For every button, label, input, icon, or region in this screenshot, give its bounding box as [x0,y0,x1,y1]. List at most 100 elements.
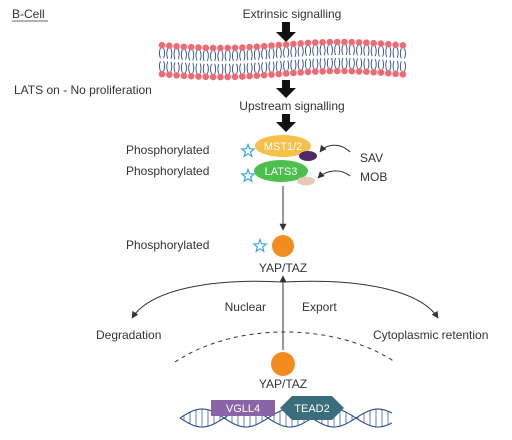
lipid-head [158,70,166,78]
lipid-head [341,38,348,46]
lipid-tail [283,47,285,58]
lipid-heads [158,38,407,81]
lipid-head [239,44,246,51]
lipid-tail [331,57,333,69]
lipid-head [180,43,188,51]
lipid-tail [228,50,231,62]
lipid-head [282,70,290,77]
lipid-tail [370,59,373,70]
retention-arrow [282,280,439,319]
lipid-tails [159,44,406,75]
yap-taz-cytoplasmic-label: YAP/TAZ [259,261,307,275]
nuclear-label: Nuclear [225,300,266,314]
lipid-tail [326,44,329,56]
lipid-head [297,69,305,76]
lipid-head [304,68,312,76]
lipid-tail [279,60,282,72]
lipid-tail [319,45,322,56]
lipid-tail [206,63,209,74]
lipid-tail [166,48,169,59]
lipid-tail [195,63,198,74]
lipid-tail [341,44,344,56]
lipid-tail [188,50,191,61]
lipid-tail [290,46,293,58]
lipid-head [187,72,195,80]
lipid-head [333,67,341,75]
lats-kinase [254,160,308,182]
lipid-head [173,43,180,50]
degradation-arrow [131,280,284,319]
lipid-tail [319,58,322,69]
lipid-tail [177,49,180,60]
lipid-tail [268,61,271,72]
lipid-tail [210,50,212,62]
lipid-head [275,70,283,78]
lipid-tail [221,63,224,75]
lipid-tail [228,63,231,75]
mst-phosphorylated-label: Phosphorylated [126,143,209,157]
lipid-tail [192,63,195,74]
mst-label: MST1/2 [264,141,303,153]
lipid-tail [352,45,355,56]
lipid-tail [250,49,253,61]
lipid-head [341,67,348,75]
lipid-tail [159,48,161,59]
lipid-tail [309,45,311,57]
lipid-tail [166,61,169,72]
lipid-tail [385,60,388,71]
lipid-tail [331,44,333,56]
lipid-head [326,38,334,46]
lipid-tail [363,45,366,56]
lipid-tail [396,47,399,58]
lipid-tail [202,63,205,74]
lipid-head [304,39,312,47]
lipid-head [312,68,319,75]
lipid-tail [236,63,238,74]
lipid-head [290,40,297,48]
tead2-label: TEAD2 [294,403,329,415]
upstream-signalling-label: Upstream signalling [239,99,344,113]
lipid-tail [275,47,278,59]
lipid-tail [338,44,341,56]
lipid-tail [316,45,319,56]
lipid-tail [356,58,358,69]
lipid-tail [173,62,176,73]
lipid-head [377,40,385,47]
lipid-head [290,69,297,77]
lipid-tail [305,58,307,70]
lipid-tail [268,48,271,59]
yap-taz-cytoplasmic [272,235,294,257]
lipid-head [217,73,224,81]
lipid-tail [345,44,348,56]
lipid-tail [272,48,275,59]
lipid-tail [360,58,363,69]
lipid-head [297,40,305,47]
lipid-tail [294,59,297,71]
lipid-head [363,39,370,46]
lipid-tail [356,45,358,56]
lipid-tail [279,47,282,59]
lipid-tail [243,50,246,61]
lipid-head [195,44,202,51]
lipid-head [260,42,268,50]
lipid-head [246,43,253,51]
lipid-head [180,72,188,80]
lipid-head [166,42,173,49]
lipid-tail [404,61,406,72]
lipid-tail [392,60,395,71]
lipid-tail [236,50,238,61]
lipid-head [209,44,217,52]
lipid-tail [210,63,212,75]
lipid-tail [159,61,161,72]
lipid-tail [199,50,202,61]
lipid-tail [265,49,268,60]
lipid-head [348,38,356,46]
lipid-tail [192,50,195,61]
lipid-head [253,43,261,50]
lipid-tail [250,62,253,74]
lipid-tail [312,58,315,69]
yap-taz-nuclear [271,352,295,376]
lipid-head [392,70,399,78]
lipid-head [275,41,283,49]
lipid-tail [309,58,311,70]
